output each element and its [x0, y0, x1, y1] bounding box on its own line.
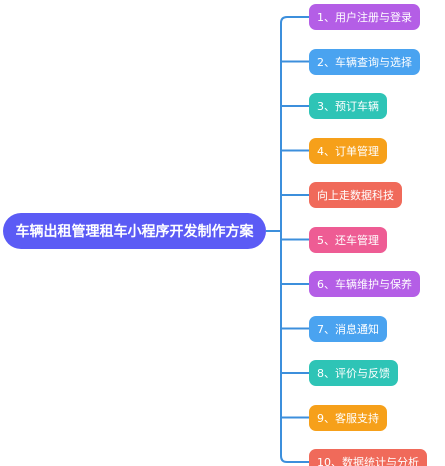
branch-node-customer-support[interactable]: 9、客服支持: [309, 404, 387, 431]
branch-node-return-vehicle[interactable]: 5、还车管理: [309, 226, 387, 253]
branch-node-order-management[interactable]: 4、订单管理: [309, 137, 387, 164]
branch-node-statistics[interactable]: 10、数据统计与分析: [309, 449, 427, 466]
branch-node-book-vehicle[interactable]: 3、预订车辆: [309, 93, 387, 119]
branch-node-maintenance[interactable]: 6、车辆维护与保养: [309, 271, 420, 297]
root-node[interactable]: 车辆出租管理租车小程序开发制作方案: [3, 213, 266, 249]
branch-node-company[interactable]: 向上走数据科技: [309, 182, 402, 208]
branch-node-vehicle-search[interactable]: 2、车辆查询与选择: [309, 48, 420, 75]
branch-connector: [280, 16, 309, 24]
branch-node-notifications[interactable]: 7、消息通知: [309, 315, 387, 342]
branch-node-feedback[interactable]: 8、评价与反馈: [309, 360, 398, 386]
branch-connector: [280, 455, 309, 463]
branch-node-user-registration[interactable]: 1、用户注册与登录: [309, 4, 420, 30]
